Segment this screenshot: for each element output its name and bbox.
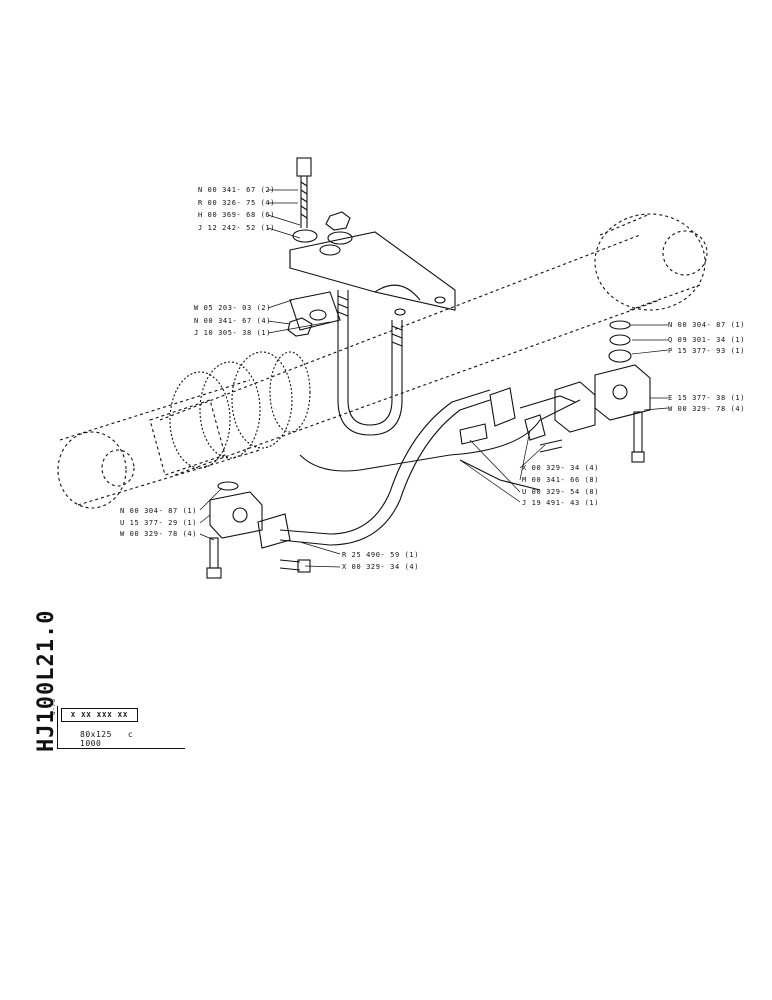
clamp-block bbox=[289, 231, 456, 331]
callout-label: U 15 377- 29 (1) bbox=[120, 519, 198, 527]
callout-label: N 00 304- 87 (1) bbox=[668, 321, 746, 329]
callout-label: X 00 329- 34 (4) bbox=[522, 464, 600, 472]
callout-label: R 25 490- 59 (1) bbox=[342, 551, 420, 559]
top-bolt bbox=[292, 157, 353, 256]
spec-text: 80x125 c 1000 bbox=[80, 730, 154, 748]
callout-label: X 00 329- 34 (4) bbox=[342, 563, 420, 571]
divider bbox=[57, 706, 58, 748]
divider bbox=[57, 748, 185, 749]
callout-label: P 15 377- 93 (1) bbox=[668, 347, 746, 355]
pipe-fittings bbox=[459, 387, 576, 453]
spec-size: 80x125 bbox=[80, 730, 112, 739]
callout-label: Q 09 301- 34 (1) bbox=[668, 336, 746, 344]
rod-end bbox=[57, 379, 261, 509]
callout-label: J 10 305- 38 (1) bbox=[194, 329, 272, 337]
callout-label: R 00 326- 75 (4) bbox=[198, 199, 276, 207]
hydraulic-pipe bbox=[279, 389, 581, 546]
callout-label: W 00 329- 78 (4) bbox=[668, 405, 746, 413]
callout-label: N 00 341- 67 (2) bbox=[198, 186, 276, 194]
gland-rings bbox=[169, 351, 311, 469]
callout-label: J 19 491- 43 (1) bbox=[522, 499, 600, 507]
callout-label: U 00 329- 54 (8) bbox=[522, 488, 600, 496]
callout-label: W 05 203- 03 (2) bbox=[194, 304, 272, 312]
callout-leaders bbox=[199, 189, 669, 568]
callout-label: N 00 304- 87 (1) bbox=[120, 507, 198, 515]
callout-label: E 15 377- 38 (1) bbox=[668, 394, 746, 402]
spec-c: c 1000 bbox=[80, 730, 134, 748]
left-flange bbox=[206, 481, 291, 579]
callout-label: J 12 242- 52 (1) bbox=[198, 224, 276, 232]
title-block: HJ100L21.0 8-76 X XX XXX XX 80x125 c 100… bbox=[28, 610, 185, 754]
right-flange bbox=[554, 320, 651, 463]
x-mark-box: X XX XXX XX bbox=[61, 708, 138, 722]
callout-label: W 00 329- 78 (4) bbox=[120, 530, 198, 538]
cylinder-barrel bbox=[159, 213, 708, 476]
revision-date: 8-76 bbox=[50, 698, 57, 715]
callout-label: M 00 341- 66 (8) bbox=[522, 476, 600, 484]
callout-label: N 00 341- 67 (4) bbox=[194, 317, 272, 325]
u-bolt bbox=[287, 290, 403, 436]
callout-label: H 00 369- 68 (6) bbox=[198, 211, 276, 219]
